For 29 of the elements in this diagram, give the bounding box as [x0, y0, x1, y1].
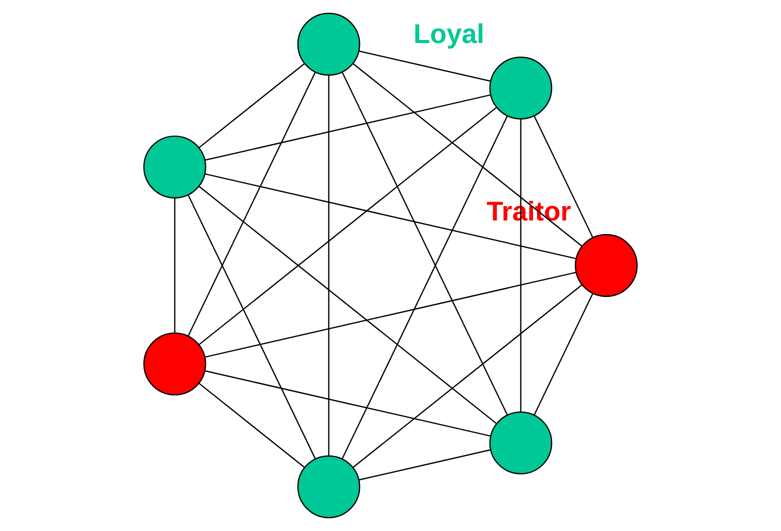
connector — [342, 116, 508, 460]
node-circle — [489, 56, 552, 120]
connector — [520, 119, 522, 412]
connector — [174, 198, 176, 333]
connector — [352, 63, 582, 247]
connector — [204, 370, 491, 437]
connector — [534, 116, 594, 238]
node-circle — [297, 12, 360, 76]
connector — [352, 284, 582, 468]
connector — [342, 72, 508, 416]
connector — [328, 75, 330, 456]
connector — [204, 94, 491, 161]
node-label: Loyal — [413, 18, 484, 50]
connector — [198, 382, 305, 468]
node-circle — [297, 455, 360, 518]
node-circle — [143, 136, 206, 198]
node-circle — [574, 234, 638, 297]
connector — [198, 106, 497, 346]
connector — [359, 50, 491, 82]
connector — [198, 63, 305, 148]
connector — [188, 194, 316, 460]
node-circle — [143, 332, 206, 396]
connector — [358, 449, 490, 480]
connector — [204, 173, 576, 260]
connector — [188, 72, 316, 336]
connector — [534, 293, 594, 416]
connector — [204, 272, 576, 358]
connector — [198, 186, 497, 424]
node-circle — [489, 412, 552, 474]
